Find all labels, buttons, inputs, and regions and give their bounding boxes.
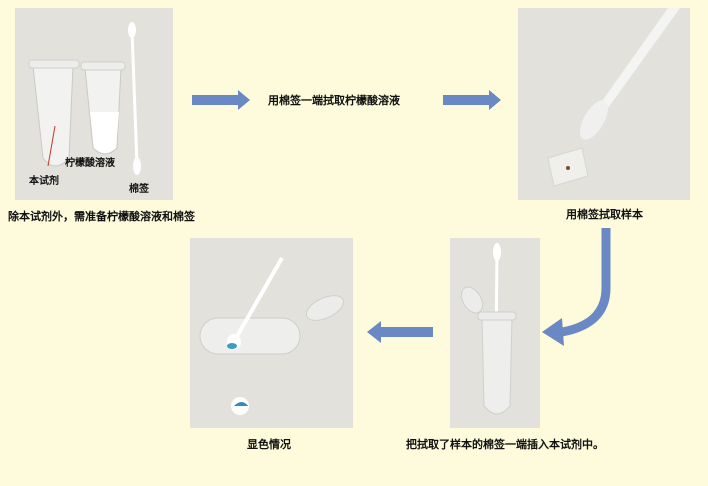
caption-step-5: 显色情况 [247, 438, 291, 451]
arrow-left-icon [367, 321, 433, 343]
materials-illustration [28, 22, 141, 175]
label-reagent: 本试剂 [29, 176, 59, 187]
curved-arrow-icon [542, 228, 611, 346]
photo-swab-sample [518, 8, 690, 200]
label-citric-acid: 柠檬酸溶液 [65, 158, 115, 169]
caption-step-1: 除本试剂外，需准备柠檬酸溶液和棉签 [8, 210, 195, 223]
photo-result [190, 238, 353, 428]
arrow-right-icon [192, 90, 250, 110]
caption-step-3: 用棉签拭取样本 [566, 208, 643, 221]
result-illustration [199, 257, 345, 415]
label-swab: 棉签 [129, 184, 149, 195]
swab-sample-illustration [547, 8, 680, 187]
arrow-right-icon [443, 90, 501, 110]
photo-insert-swab [450, 238, 540, 428]
caption-step-4: 把拭取了样本的棉签一端插入本试剂中。 [406, 438, 604, 451]
caption-step-2: 用棉签一端拭取柠檬酸溶液 [268, 94, 400, 107]
insert-swab-illustration [461, 243, 517, 415]
photo-materials: 柠檬酸溶液 本试剂 棉签 [15, 8, 173, 200]
